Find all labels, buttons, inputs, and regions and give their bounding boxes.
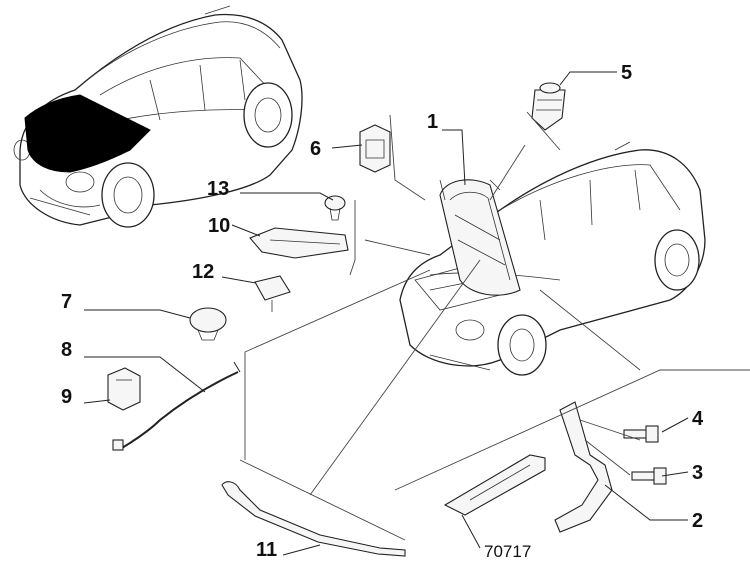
callout-4: 4 <box>692 408 704 430</box>
callout-8: 8 <box>61 339 72 361</box>
callout-2: 2 <box>692 510 703 532</box>
callout-12: 12 <box>192 261 214 283</box>
part-12-latch <box>254 275 291 312</box>
part-70717-panel <box>443 454 546 516</box>
reference-code: 70717 <box>484 542 531 561</box>
main-car <box>399 141 706 376</box>
part-13-clip <box>324 195 346 221</box>
part-11-strip <box>221 481 406 557</box>
highlighted-hood <box>24 94 151 173</box>
part-8-cable <box>112 361 241 451</box>
part-6-pad <box>359 124 391 173</box>
leader-lines <box>83 71 689 556</box>
callout-6: 6 <box>310 138 321 160</box>
part-7-plug <box>189 307 227 341</box>
part-2-hinge <box>554 401 613 533</box>
callout-10: 10 <box>208 215 230 237</box>
part-5-buffer <box>531 82 566 131</box>
guide-lines <box>239 111 750 541</box>
callout-13: 13 <box>207 178 229 200</box>
callout-3: 3 <box>692 462 703 484</box>
callout-9: 9 <box>61 386 72 408</box>
callout-labels: 1 2 3 4 5 6 7 8 9 10 11 12 13 70717 <box>61 62 704 561</box>
opened-hood <box>439 179 521 296</box>
part-3-bolt <box>631 467 667 485</box>
callout-5: 5 <box>621 62 632 84</box>
part-4-bolt <box>623 425 659 443</box>
part-9-bracket <box>107 367 141 411</box>
callout-7: 7 <box>61 291 72 313</box>
callout-1: 1 <box>427 111 438 133</box>
part-10-seal <box>249 227 349 259</box>
callout-11: 11 <box>256 539 277 561</box>
overview-car <box>13 5 303 228</box>
